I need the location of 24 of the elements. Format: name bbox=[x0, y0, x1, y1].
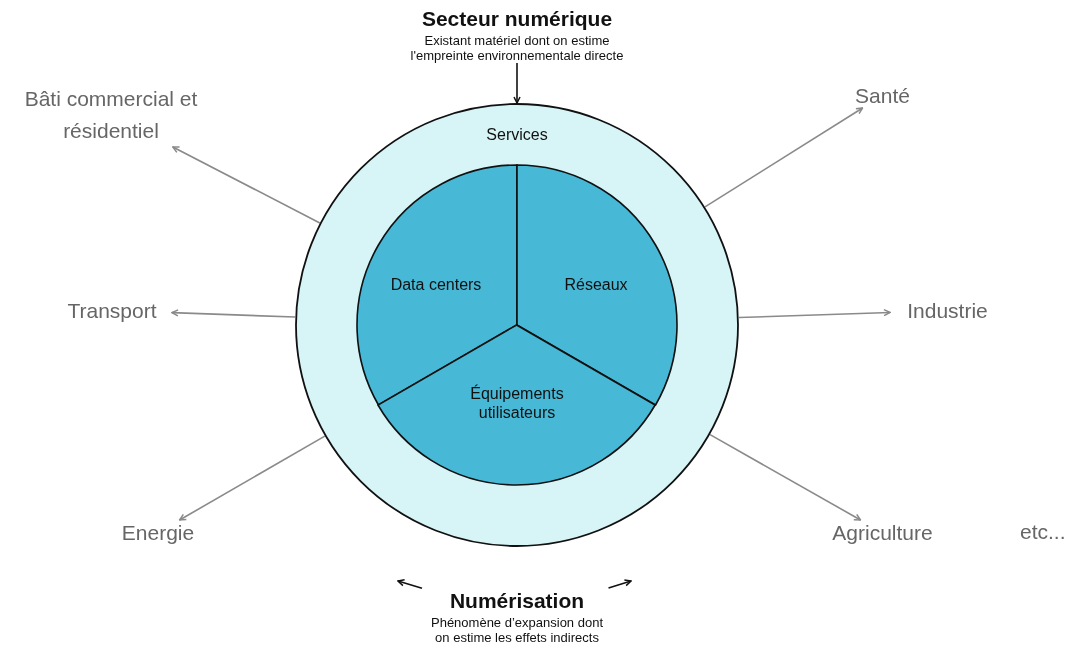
arrow bbox=[178, 435, 326, 521]
node-subtitle: Phénomène d’expansion dont on estime les effets indirects bbox=[430, 615, 604, 645]
node-text: Agriculture bbox=[831, 520, 934, 545]
arrow bbox=[513, 62, 521, 104]
arrow bbox=[704, 107, 864, 208]
arrow bbox=[172, 146, 321, 224]
node-text: Santé bbox=[854, 83, 911, 108]
ring-label: Services bbox=[485, 125, 549, 144]
node-text: Secteur numérique bbox=[420, 6, 614, 31]
node-text: Numérisation bbox=[448, 588, 586, 613]
arrow bbox=[738, 308, 891, 319]
node-text: Energie bbox=[120, 520, 196, 545]
sector-label: Réseaux bbox=[563, 275, 629, 295]
node-text: Industrie bbox=[906, 298, 989, 323]
arrow bbox=[171, 309, 296, 318]
sector-label: Équipements utilisateurs bbox=[469, 384, 565, 423]
arrow bbox=[607, 579, 632, 589]
node-subtitle: Existant matériel dont on estime l'empreinte environnementale directe bbox=[409, 33, 625, 63]
sector-label: Data centers bbox=[389, 275, 483, 295]
node-text: Transport bbox=[66, 298, 158, 323]
note-text: etc... bbox=[1020, 520, 1067, 544]
node-text: Bâti commercial et résidentiel bbox=[23, 86, 199, 144]
arrow bbox=[397, 579, 423, 589]
arrow bbox=[709, 433, 862, 521]
